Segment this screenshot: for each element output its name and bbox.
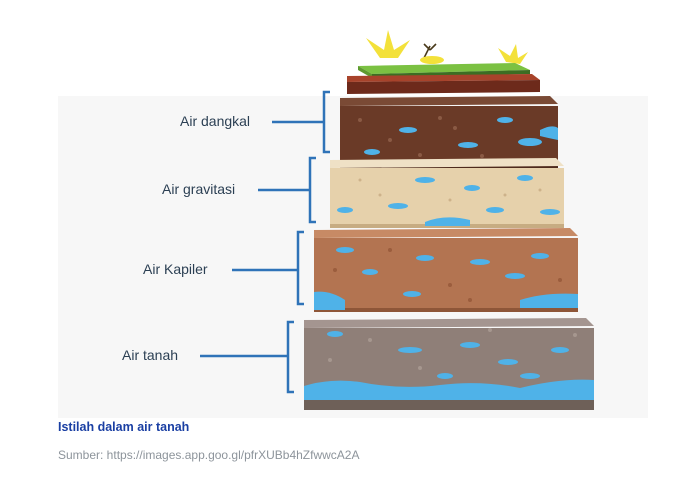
bracket-air-kapiler	[232, 230, 304, 306]
label-air-gravitasi: Air gravitasi	[162, 181, 236, 197]
grass-layer	[358, 43, 530, 78]
sun-burst-icon	[366, 30, 528, 64]
topsoil-layer	[347, 74, 540, 94]
layer-gravitational-water-block	[330, 158, 564, 228]
figure-caption-title: Istilah dalam air tanah	[58, 420, 190, 434]
bracket-air-dangkal	[272, 90, 330, 154]
layer-capillary-water-block	[314, 228, 578, 312]
bracket-air-gravitasi	[258, 156, 316, 224]
label-air-kapiler: Air Kapiler	[143, 261, 208, 277]
layer-brackets	[200, 90, 330, 394]
label-air-tanah: Air tanah	[122, 347, 179, 363]
bracket-air-tanah	[200, 320, 294, 394]
figure-caption-source: Sumber: https://images.app.goo.gl/pfrXUB…	[58, 448, 360, 462]
layer-shallow-water-block	[340, 96, 558, 168]
label-air-dangkal: Air dangkal	[180, 113, 251, 129]
layer-groundwater-block	[304, 318, 594, 410]
